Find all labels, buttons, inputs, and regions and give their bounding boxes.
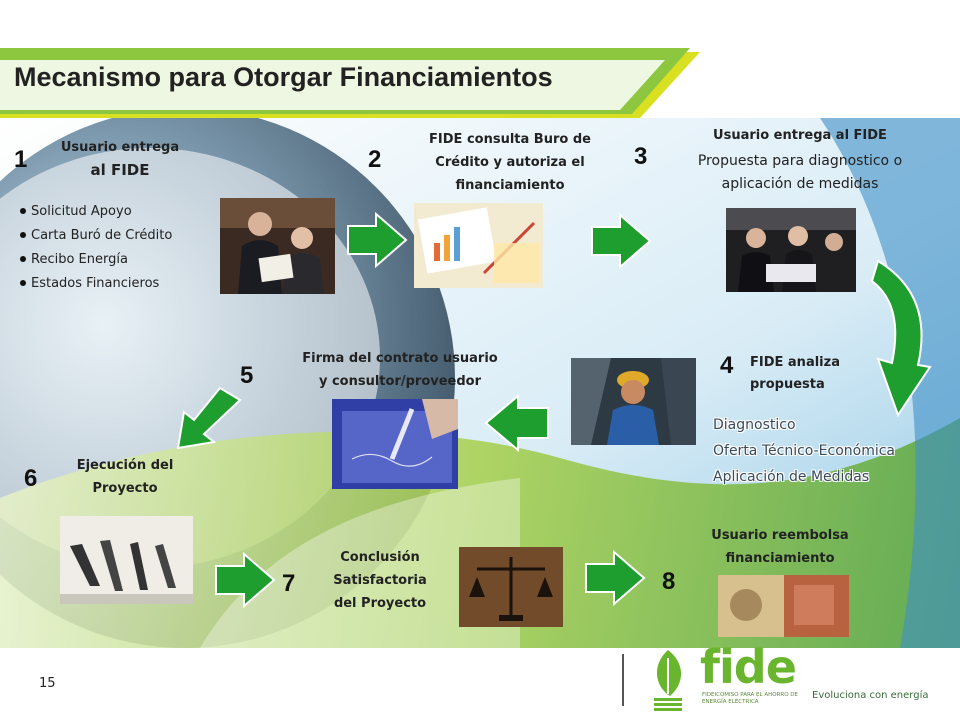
step-2-label-line: FIDE consulta Buro de	[429, 132, 591, 147]
step-4-photo-worker	[571, 358, 696, 445]
arrow-step1-to-step2	[347, 212, 408, 268]
step-4-number: 4	[720, 352, 734, 379]
step-1-label-line1: Usuario entrega	[60, 140, 180, 155]
step-7-photo-scale	[459, 547, 563, 627]
step-1-document-list: Solicitud Apoyo Carta Buró de Crédito Re…	[20, 200, 172, 296]
fide-logo-text: fide	[700, 640, 797, 694]
arrow-step6-to-step7	[215, 552, 276, 608]
step-2-label: FIDE consulta Buro de Crédito y autoriza…	[400, 128, 620, 197]
step-5-label: Firma del contrato usuario y consultor/p…	[270, 347, 530, 393]
list-item: Aplicación de Medidas	[713, 469, 870, 485]
step-4-label-line: propuesta	[750, 377, 825, 392]
step-5-label-line: Firma del contrato usuario	[302, 351, 498, 366]
step-8-number: 8	[662, 568, 676, 595]
page-number: 15	[39, 676, 56, 691]
step-4-label-line: FIDE analiza	[750, 355, 840, 370]
step-7-number: 7	[282, 570, 296, 597]
list-item: Oferta Técnico-Económica	[713, 443, 896, 459]
step-5-label-line: y consultor/proveedor	[318, 374, 482, 389]
step-2-label-line: Crédito y autoriza el	[435, 155, 585, 170]
step-1-number: 1	[14, 146, 28, 173]
step-3-description-line: aplicación de medidas	[721, 176, 879, 192]
step-3-photo-meeting	[726, 208, 856, 292]
arrow-step3-to-step4	[870, 259, 932, 418]
step-6-photo-team-chairs	[60, 516, 193, 604]
step-1-label-line2: al FIDE	[90, 161, 150, 179]
arrow-step4-to-step5	[484, 394, 549, 452]
fide-slogan: Evoluciona con energía	[812, 690, 929, 701]
step-3-label-bold: Usuario entrega al FIDE	[713, 128, 887, 143]
step-3-label: Usuario entrega al FIDE	[660, 124, 940, 147]
step-7-label-line: del Proyecto	[333, 596, 427, 611]
list-item: Diagnostico	[713, 417, 796, 433]
step-1-label: Usuario entrega al FIDE	[40, 136, 200, 182]
step-8-label-line: financiamiento	[725, 551, 835, 566]
step-6-number: 6	[24, 465, 38, 492]
step-2-number: 2	[368, 146, 382, 173]
step-4-label: FIDE analiza propuesta	[750, 352, 860, 396]
step-3-number: 3	[634, 143, 648, 170]
step-2-photo-charts	[414, 203, 543, 288]
title-band	[0, 48, 700, 118]
arrow-step7-to-step8	[585, 550, 646, 606]
list-item: Estados Financieros	[20, 272, 172, 296]
list-item: Solicitud Apoyo	[20, 200, 172, 224]
step-3-description-line: Propuesta para diagnostico o	[697, 153, 903, 169]
fide-logo-subtitle: FIDEICOMISO PARA EL AHORRO DE ENERGÍA EL…	[702, 692, 799, 705]
list-item: Carta Buró de Crédito	[20, 224, 172, 248]
step-7-label: Conclusión Satisfactoria del Proyecto	[310, 546, 450, 615]
fide-leaf-icon	[654, 650, 682, 711]
step-8-photo-money	[718, 575, 849, 637]
step-8-label-line: Usuario reembolsa	[711, 528, 849, 543]
step-5-number: 5	[240, 362, 254, 389]
step-6-label: Ejecución del Proyecto	[60, 454, 190, 500]
page-title: Mecanismo para Otorgar Financiamientos	[14, 62, 553, 92]
step-8-label: Usuario reembolsa financiamiento	[680, 524, 880, 570]
step-5-photo-signing	[332, 399, 458, 489]
logo-divider	[622, 654, 624, 706]
step-6-label-line: Proyecto	[92, 481, 158, 496]
step-1-photo-business-people	[220, 198, 335, 294]
arrow-step5-to-step6	[176, 386, 242, 450]
step-3-description: Propuesta para diagnostico o aplicación …	[660, 150, 940, 196]
list-item: Recibo Energía	[20, 248, 172, 272]
step-2-label-line: financiamiento	[455, 178, 565, 193]
step-7-label-line: Conclusión	[340, 550, 420, 565]
arrow-step2-to-step3	[591, 213, 652, 269]
step-4-analysis-list: Diagnostico Oferta Técnico-Económica Apl…	[713, 412, 895, 490]
step-7-label-line: Satisfactoria	[333, 573, 427, 588]
step-6-label-line: Ejecución del	[76, 458, 174, 473]
